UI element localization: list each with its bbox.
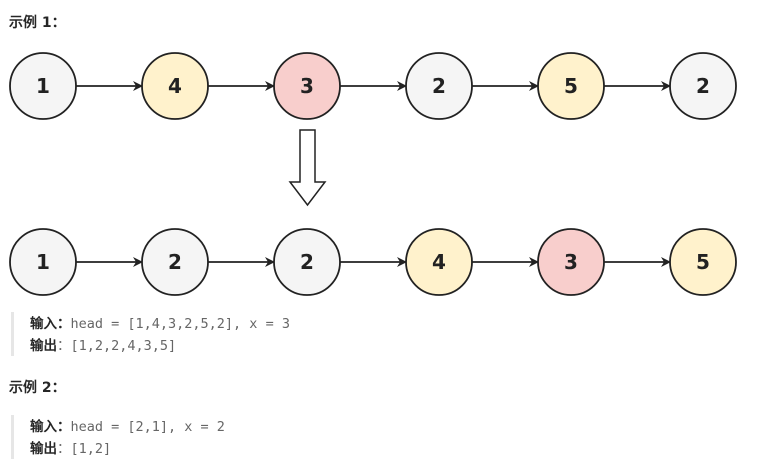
list-node bbox=[405, 228, 473, 296]
linked-list-diagram: 1 4 3 2 5 2 1 2 2 4 3 5 bbox=[9, 52, 737, 296]
node-value: 1 bbox=[36, 250, 50, 274]
list-node bbox=[273, 52, 341, 120]
output-value: ：[1,2] bbox=[57, 441, 112, 457]
input-label: 输入： bbox=[30, 316, 71, 332]
list-node bbox=[9, 228, 77, 296]
node-value: 2 bbox=[432, 74, 446, 98]
node-value: 2 bbox=[168, 250, 182, 274]
list-node bbox=[537, 52, 605, 120]
list-node bbox=[669, 228, 737, 296]
node-value: 4 bbox=[432, 250, 446, 274]
node-value: 3 bbox=[564, 250, 578, 274]
node-value: 1 bbox=[36, 74, 50, 98]
output-value: ：[1,2,2,4,3,5] bbox=[57, 338, 177, 354]
input-label: 输入： bbox=[30, 419, 71, 435]
output-label: 输出 bbox=[30, 441, 57, 457]
down-arrow-icon bbox=[288, 129, 327, 207]
node-value: 2 bbox=[696, 74, 710, 98]
list-node bbox=[669, 52, 737, 120]
node-value: 3 bbox=[300, 74, 314, 98]
original-list: 1 4 3 2 5 2 bbox=[9, 52, 737, 120]
input-value: head = [2,1], x = 2 bbox=[70, 419, 225, 435]
example-1-io: 输入：head = [1,4,3,2,5,2], x = 3 输出：[1,2,2… bbox=[11, 312, 290, 356]
node-value: 5 bbox=[564, 74, 578, 98]
node-value: 4 bbox=[168, 74, 182, 98]
list-node bbox=[537, 228, 605, 296]
list-node bbox=[141, 228, 209, 296]
partitioned-list: 1 2 2 4 3 5 bbox=[9, 228, 737, 296]
list-node bbox=[9, 52, 77, 120]
list-node bbox=[405, 52, 473, 120]
node-value: 2 bbox=[300, 250, 314, 274]
example-1-heading: 示例 1： bbox=[9, 15, 66, 31]
input-value: head = [1,4,3,2,5,2], x = 3 bbox=[70, 316, 290, 332]
output-label: 输出 bbox=[30, 338, 57, 354]
example-2-io: 输入：head = [2,1], x = 2 输出：[1,2] bbox=[11, 415, 225, 459]
list-node bbox=[273, 228, 341, 296]
list-node bbox=[141, 52, 209, 120]
node-value: 5 bbox=[696, 250, 710, 274]
example-2-heading: 示例 2： bbox=[9, 380, 66, 396]
